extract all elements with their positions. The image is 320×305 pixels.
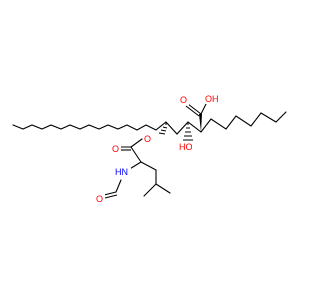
undecyl-chain — [12, 124, 157, 131]
secondary-hydroxyl-label: HO — [179, 142, 193, 152]
leucine-fragment — [120, 146, 171, 197]
secondary-hydroxyl-bond — [183, 123, 193, 141]
formamide-group — [103, 179, 122, 199]
structure-svg: O OH HO O O HN O — [12, 93, 287, 204]
ester-oxygen-label: O — [144, 134, 151, 144]
hexyl-chain — [200, 111, 287, 133]
molecule-diagram: O OH HO O O HN O — [12, 93, 287, 204]
ester-linkage — [130, 123, 168, 148]
acid-carbonyl-oxygen-label: O — [180, 95, 187, 105]
carboxylic-acid-group — [185, 103, 207, 132]
formyl-oxygen-label: O — [96, 194, 103, 204]
amide-nitrogen-label: HN — [115, 167, 128, 177]
main-backbone — [155, 121, 202, 135]
atom-labels: O OH HO O O HN O — [95, 93, 220, 204]
wedge-bond-acid — [199, 114, 202, 132]
ester-carbonyl-oxygen-label: O — [112, 144, 119, 154]
acid-hydroxyl-label: OH — [205, 94, 219, 104]
